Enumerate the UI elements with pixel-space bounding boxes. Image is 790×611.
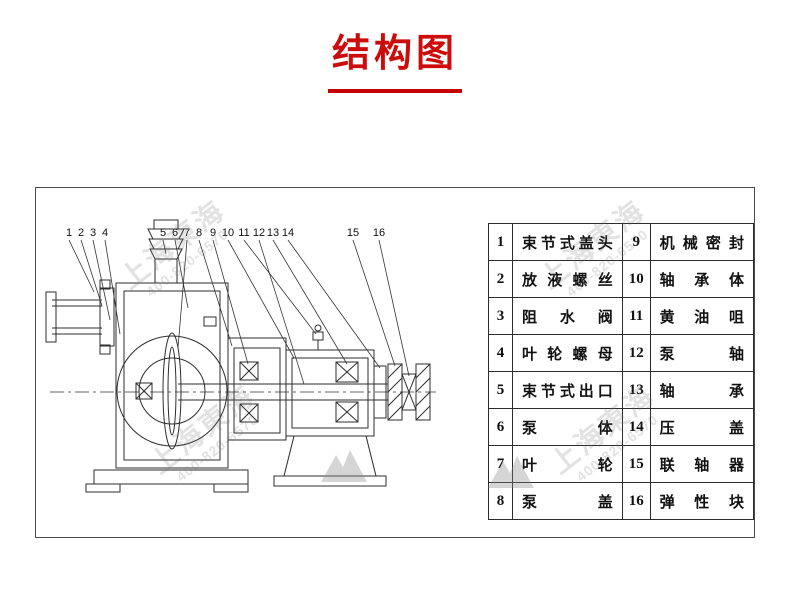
part-name-cell: 联轴器: [649, 445, 755, 483]
part-number-cell: 9: [621, 223, 651, 261]
title-underline: [328, 89, 462, 93]
part-number-cell: 11: [621, 297, 651, 335]
callout-label: 13: [267, 227, 279, 239]
part-name-cell: 机械密封: [649, 223, 755, 261]
parts-table: 1 束节式盖头 9 机械密封 2 放液螺丝 10 轴承体 3 阻水阀 11 黄油…: [488, 223, 755, 520]
part-name-cell: 放液螺丝: [511, 260, 623, 298]
callout-label: 11: [238, 227, 249, 239]
callout-label: 7: [184, 227, 190, 239]
part-name-cell: 束节式盖头: [511, 223, 623, 261]
callout-label: 16: [373, 227, 385, 239]
callout-label: 15: [347, 227, 359, 239]
part-number-cell: 10: [621, 260, 651, 298]
table-row: 8 泵盖 16 弹性块: [488, 482, 755, 520]
callout-label: 6: [172, 227, 178, 239]
table-row: 3 阻水阀 11 黄油咀: [488, 297, 755, 335]
part-number-cell: 4: [488, 334, 513, 372]
leader-lines: [68, 239, 410, 385]
page-title: 结构图: [331, 33, 458, 75]
part-number-cell: 2: [488, 260, 513, 298]
part-number-cell: 13: [621, 371, 651, 409]
table-row: 1 束节式盖头 9 机械密封: [488, 223, 755, 261]
part-number-cell: 14: [621, 408, 651, 446]
part-name-cell: 轴承体: [649, 260, 755, 298]
callout-label: 3: [90, 227, 96, 239]
part-name-cell: 泵轴: [649, 334, 755, 372]
part-number-cell: 16: [621, 482, 651, 520]
part-name-cell: 泵体: [511, 408, 623, 446]
callout-label: 4: [102, 227, 108, 239]
table-row: 7 叶轮 15 联轴器: [488, 445, 755, 483]
part-number-cell: 6: [488, 408, 513, 446]
callout-label: 8: [196, 227, 202, 239]
callout-label: 9: [210, 227, 216, 239]
callout-numbers: 1 2 3 4 5 6 7 8 9 10 11 12 13 14 15 16: [66, 227, 385, 239]
part-number-cell: 8: [488, 482, 513, 520]
callout-label: 5: [160, 227, 166, 239]
part-name-cell: 弹性块: [649, 482, 755, 520]
callout-label: 2: [78, 227, 84, 239]
part-number-cell: 15: [621, 445, 651, 483]
part-name-cell: 叶轮: [511, 445, 623, 483]
part-name-cell: 轴承: [649, 371, 755, 409]
table-row: 2 放液螺丝 10 轴承体: [488, 260, 755, 298]
callout-label: 12: [253, 227, 265, 239]
part-name-cell: 泵盖: [511, 482, 623, 520]
callout-label: 14: [282, 227, 294, 239]
table-row: 5 束节式出口 13 轴承: [488, 371, 755, 409]
part-number-cell: 3: [488, 297, 513, 335]
part-name-cell: 阻水阀: [511, 297, 623, 335]
callout-label: 1: [66, 227, 72, 239]
part-name-cell: 束节式出口: [511, 371, 623, 409]
diagram-panel: 1 2 3 4 5 6 7 8 9 10 11 12 13 14 15 16 1…: [35, 187, 755, 538]
part-name-cell: 叶轮螺母: [511, 334, 623, 372]
callout-label: 10: [222, 227, 234, 239]
part-name-cell: 黄油咀: [649, 297, 755, 335]
part-number-cell: 12: [621, 334, 651, 372]
pump-cross-section-drawing: 1 2 3 4 5 6 7 8 9 10 11 12 13 14 15 16: [45, 219, 436, 493]
table-row: 6 泵体 14 压盖: [488, 408, 755, 446]
part-name-cell: 压盖: [649, 408, 755, 446]
part-number-cell: 7: [488, 445, 513, 483]
table-row: 4 叶轮螺母 12 泵轴: [488, 334, 755, 372]
part-number-cell: 5: [488, 371, 513, 409]
part-number-cell: 1: [488, 223, 513, 261]
